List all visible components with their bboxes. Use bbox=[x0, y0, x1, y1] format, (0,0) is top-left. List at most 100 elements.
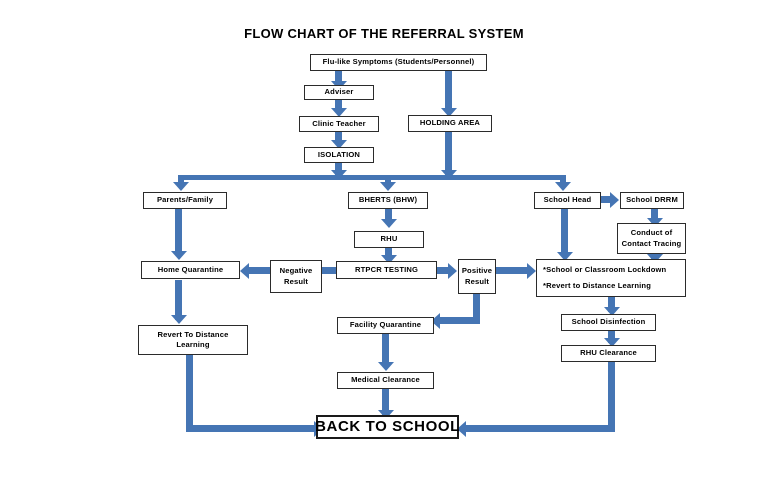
node-holding-area-label: HOLDING AREA bbox=[419, 118, 481, 128]
node-negative-result-line1: Negative bbox=[279, 266, 313, 276]
connector-head-to-drrm bbox=[600, 196, 612, 203]
connector-clearance-to-back-h bbox=[466, 425, 615, 432]
node-rhu[interactable]: RHU bbox=[354, 231, 424, 248]
node-contact-tracing-line2: Contact Tracing bbox=[621, 238, 682, 248]
arrowhead-tracing-to-lockdown bbox=[646, 254, 663, 263]
node-school-drrm-label: School DRRM bbox=[626, 195, 678, 205]
arrowhead-medical-to-back bbox=[377, 410, 394, 419]
connector-lockdown-to-disinfection bbox=[608, 297, 615, 312]
node-rhu-clearance-label: RHU Clearance bbox=[580, 348, 637, 358]
node-holding-area[interactable]: HOLDING AREA bbox=[408, 115, 492, 132]
node-bherts[interactable]: BHERTS (BHW) bbox=[348, 192, 428, 209]
connector-revert-to-back-h bbox=[186, 425, 316, 432]
arrowhead-rtpcr-to-positive bbox=[448, 262, 457, 279]
node-clinic-teacher[interactable]: Clinic Teacher bbox=[299, 116, 379, 132]
node-parents-family[interactable]: Parents/Family bbox=[143, 192, 227, 209]
arrowhead-disinfection-to-clearance bbox=[603, 338, 620, 347]
node-rtpcr-testing-label: RTPCR TESTING bbox=[354, 264, 419, 274]
connector-bar-to-bherts bbox=[385, 175, 391, 185]
node-revert-distance-line2: Learning bbox=[176, 340, 210, 349]
node-contact-tracing[interactable]: Conduct of Contact Tracing bbox=[617, 223, 686, 254]
page-title: FLOW CHART OF THE REFERRAL SYSTEM bbox=[244, 26, 524, 41]
arrowhead-adviser-to-clinic bbox=[330, 108, 347, 117]
connector-facility-to-medical bbox=[382, 334, 389, 366]
arrowhead-lockdown-to-disinfection bbox=[603, 307, 620, 316]
node-lockdown[interactable]: *School or Classroom Lockdown *Revert to… bbox=[536, 259, 686, 297]
node-school-disinfection[interactable]: School Disinfection bbox=[561, 314, 656, 331]
node-facility-quarantine-label: Facility Quarantine bbox=[349, 320, 422, 330]
connector-bherts-to-rhu bbox=[385, 209, 392, 223]
arrowhead-parents-to-home bbox=[170, 251, 187, 260]
node-negative-result-line2: Result bbox=[283, 276, 309, 286]
node-rhu-clearance[interactable]: RHU Clearance bbox=[561, 345, 656, 362]
node-lockdown-line2: *Revert to Distance Learning bbox=[543, 280, 652, 290]
node-home-quarantine[interactable]: Home Quarantine bbox=[141, 261, 240, 279]
node-rhu-label: RHU bbox=[380, 234, 398, 244]
connector-bar-to-parents bbox=[178, 175, 184, 185]
arrowhead-negative-to-home bbox=[240, 262, 249, 279]
node-flu-symptoms-label: Flu-like Symptoms (Students/Personnel) bbox=[322, 57, 475, 67]
node-rtpcr-testing[interactable]: RTPCR TESTING bbox=[336, 261, 437, 279]
node-medical-clearance[interactable]: Medical Clearance bbox=[337, 372, 434, 389]
node-isolation[interactable]: ISOLATION bbox=[304, 147, 374, 163]
node-negative-result[interactable]: Negative Result bbox=[270, 260, 322, 293]
node-revert-distance-line1: Revert To Distance bbox=[157, 329, 229, 339]
arrowhead-head-to-drrm bbox=[610, 191, 619, 208]
node-medical-clearance-label: Medical Clearance bbox=[351, 375, 420, 385]
connector-parents-to-home bbox=[175, 209, 182, 255]
arrowhead-home-to-revert bbox=[170, 315, 187, 324]
node-clinic-teacher-label: Clinic Teacher bbox=[312, 118, 366, 128]
connector-positive-to-facility-v bbox=[473, 294, 480, 324]
arrowhead-clearance-to-back bbox=[457, 420, 466, 437]
arrowhead-bar-to-school-head bbox=[555, 182, 571, 191]
connector-rtpcr-to-positive bbox=[437, 267, 449, 274]
connector-negative-to-home bbox=[249, 267, 270, 274]
node-bherts-label: BHERTS (BHW) bbox=[358, 195, 418, 205]
node-revert-distance[interactable]: Revert To Distance Learning bbox=[138, 325, 248, 355]
node-positive-result-line1: Positive bbox=[461, 266, 493, 276]
node-school-disinfection-label: School Disinfection bbox=[571, 317, 646, 327]
connector-clearance-to-back-v bbox=[608, 362, 615, 432]
connector-rtpcr-to-negative bbox=[322, 267, 336, 274]
arrowhead-isolation-to-bar bbox=[330, 170, 347, 179]
connector-clinic-to-isolation bbox=[335, 132, 342, 142]
connector-adviser-to-clinic bbox=[335, 100, 342, 110]
arrowhead-bar-to-parents bbox=[173, 182, 189, 191]
arrowhead-positive-to-facility bbox=[431, 312, 440, 329]
arrowhead-bherts-to-rhu bbox=[380, 219, 397, 228]
node-school-drrm[interactable]: School DRRM bbox=[620, 192, 684, 209]
connector-holding-to-bar bbox=[445, 132, 452, 175]
node-back-to-school-label: BACK TO SCHOOL bbox=[315, 417, 460, 435]
node-school-head-label: School Head bbox=[543, 195, 592, 205]
node-back-to-school[interactable]: BACK TO SCHOOL bbox=[315, 415, 460, 439]
arrowhead-flu-to-holding bbox=[440, 108, 457, 117]
connector-revert-to-back-v bbox=[186, 355, 193, 429]
node-adviser[interactable]: Adviser bbox=[304, 85, 374, 100]
arrowhead-rhu-to-rtpcr bbox=[380, 255, 397, 264]
node-contact-tracing-line1: Conduct of bbox=[630, 228, 673, 238]
connector-rhu-to-rtpcr bbox=[385, 248, 392, 260]
node-parents-family-label: Parents/Family bbox=[156, 195, 214, 205]
node-facility-quarantine[interactable]: Facility Quarantine bbox=[337, 317, 434, 334]
node-isolation-label: ISOLATION bbox=[317, 149, 361, 159]
connector-bar-to-school-head bbox=[560, 175, 566, 185]
node-flu-symptoms[interactable]: Flu-like Symptoms (Students/Personnel) bbox=[310, 54, 487, 71]
node-lockdown-line1: *School or Classroom Lockdown bbox=[543, 265, 667, 275]
arrowhead-facility-to-medical bbox=[377, 362, 394, 371]
node-adviser-label: Adviser bbox=[324, 87, 354, 97]
arrowhead-holding-to-bar bbox=[440, 170, 457, 179]
connector-isolation-to-bar bbox=[335, 163, 342, 175]
arrowhead-positive-to-lockdown bbox=[527, 262, 536, 279]
connector-disinfection-to-clearance bbox=[608, 331, 615, 343]
node-positive-result[interactable]: Positive Result bbox=[458, 259, 496, 294]
node-home-quarantine-label: Home Quarantine bbox=[157, 264, 224, 274]
node-positive-result-line2: Result bbox=[464, 276, 490, 286]
arrowhead-drrm-to-tracing bbox=[646, 218, 663, 227]
connector-drrm-to-tracing bbox=[651, 209, 658, 221]
connector-home-to-revert bbox=[175, 280, 182, 320]
arrowhead-clinic-to-isolation bbox=[330, 140, 347, 149]
node-school-head[interactable]: School Head bbox=[534, 192, 601, 209]
connector-flu-to-adviser bbox=[335, 71, 342, 83]
connector-positive-to-lockdown bbox=[496, 267, 528, 274]
